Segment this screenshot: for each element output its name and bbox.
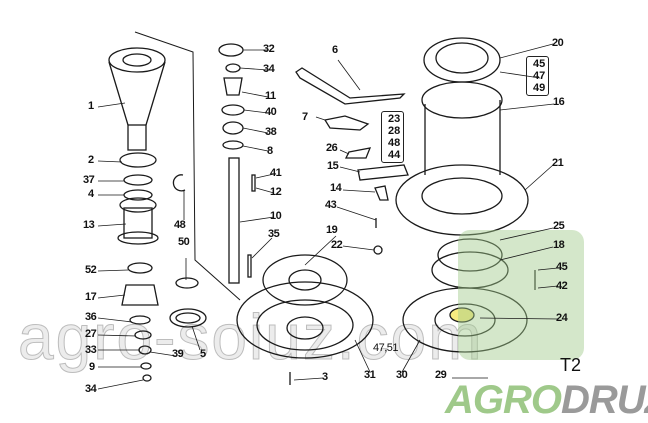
callout-17: 17	[85, 291, 97, 303]
callout-32: 32	[263, 43, 275, 55]
callout-25: 25	[553, 220, 565, 232]
callout-10: 10	[270, 210, 282, 222]
callout-29: 29	[435, 369, 447, 381]
callout-40: 40	[265, 106, 277, 118]
callout-34b: 34	[263, 63, 275, 75]
callout-35: 35	[268, 228, 280, 240]
sheet-label: T2	[560, 355, 582, 375]
group-box-b-item: 47	[533, 70, 546, 82]
logo-part-agro: AGRO	[445, 378, 562, 422]
callout-34: 34	[85, 383, 97, 395]
snap-ring-48	[172, 174, 186, 192]
group-box-a-item: 44	[388, 149, 401, 161]
callout-27: 27	[85, 328, 97, 340]
callout-47-51: 47,51	[373, 342, 399, 354]
bearing-stack-left	[117, 152, 159, 382]
agrodruzi-logo: AGRODRUZI	[445, 378, 648, 423]
callout-33: 33	[85, 344, 97, 356]
callout-14: 14	[330, 182, 342, 194]
bracket-parts	[295, 67, 409, 255]
group-box-a-item: 48	[388, 137, 401, 149]
callout-8: 8	[267, 145, 273, 157]
callout-30: 30	[396, 369, 408, 381]
group-box-b: 45 47 49	[526, 56, 550, 96]
callout-38: 38	[265, 126, 277, 138]
flange-disc-19	[262, 254, 348, 306]
callout-6: 6	[332, 44, 338, 56]
group-box-b-item: 49	[533, 82, 546, 94]
callout-42: 42	[556, 280, 568, 292]
logo-watermark-badge	[458, 230, 584, 360]
callout-45: 45	[556, 261, 568, 273]
group-box-a-item: 28	[388, 125, 401, 137]
callout-15: 15	[327, 160, 339, 172]
callout-2: 2	[88, 154, 94, 166]
pan-31	[236, 281, 374, 359]
callout-7: 7	[302, 111, 308, 123]
callout-37: 37	[83, 174, 95, 186]
callout-5: 5	[200, 348, 206, 360]
callout-20: 20	[552, 37, 564, 49]
callout-41: 41	[270, 167, 282, 179]
callout-24: 24	[556, 312, 568, 324]
callout-31: 31	[364, 369, 376, 381]
callout-3: 3	[322, 371, 328, 383]
leader-lines	[97, 43, 559, 390]
drum-assembly	[395, 37, 536, 353]
ring-5	[169, 308, 207, 328]
callout-13: 13	[83, 219, 95, 231]
callout-12: 12	[270, 186, 282, 198]
cone-hub-part	[108, 47, 166, 151]
callout-52: 52	[85, 264, 97, 276]
callout-50: 50	[178, 236, 190, 248]
callout-36: 36	[85, 311, 97, 323]
callout-4: 4	[88, 188, 94, 200]
callout-22: 22	[331, 239, 343, 251]
group-box-a-item: 23	[388, 113, 401, 125]
callout-43: 43	[325, 199, 337, 211]
callout-9: 9	[89, 361, 95, 373]
callout-16: 16	[553, 96, 565, 108]
ring-50	[175, 277, 199, 289]
callout-19: 19	[326, 224, 338, 236]
callout-1: 1	[88, 100, 94, 112]
callout-39: 39	[172, 348, 184, 360]
callout-11: 11	[265, 90, 276, 102]
callout-18: 18	[553, 239, 565, 251]
logo-part-druzi: DRUZI	[561, 378, 648, 422]
shaft-stack	[218, 43, 256, 284]
group-box-b-item: 45	[533, 58, 546, 70]
callout-48: 48	[174, 219, 186, 231]
group-box-a: 23 28 48 44	[381, 111, 405, 163]
callout-26: 26	[326, 142, 338, 154]
callout-21: 21	[552, 157, 564, 169]
